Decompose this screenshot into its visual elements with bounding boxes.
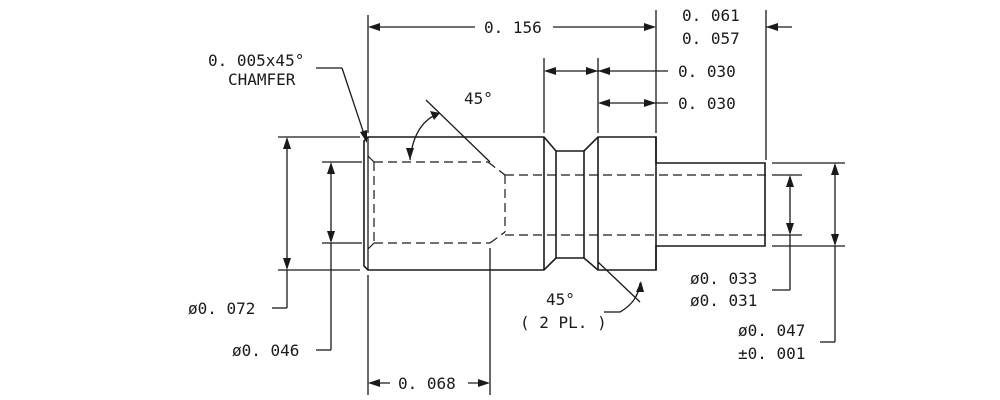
body-outline [363,136,766,271]
dim-groove-angle-note: ( 2 PL. ) [520,313,607,332]
dim-groove-to-tip-b: 0. 030 [678,94,736,113]
part-outline [363,136,766,271]
dimension-labels: 0. 156 0. 061 0. 057 0. 030 0. 030 0. 00… [188,6,805,393]
dim-bore-angle: 45° [464,89,493,108]
dim-chamfer-line1: 0. 005x45° [208,51,304,70]
dim-pin-diameter-lower: ø0. 031 [690,291,757,310]
dim-outer-diameter: ø0. 072 [188,299,255,318]
dim-pin-diameter-upper: ø0. 033 [690,269,757,288]
hidden-lines [367,155,768,250]
dim-tip-diameter-upper: ø0. 047 [738,321,805,340]
dim-tip-length-lower: 0. 057 [682,29,740,48]
bore-cone-top [487,161,506,176]
dim-groove-angle: 45° [546,290,575,309]
dim-chamfer-line2: CHAMFER [228,70,296,89]
dim-groove-to-tip-a: 0. 030 [678,62,736,81]
bore-entry-chamfer-bottom [367,242,375,250]
dimension-lines [272,23,839,387]
dim-overall-length: 0. 156 [484,18,542,37]
dim-bore-diameter: ø0. 046 [232,341,299,360]
bore-entry-chamfer-top [367,155,375,163]
dim-tip-length-upper: 0. 061 [682,6,740,25]
dim-bore-depth: 0. 068 [398,374,456,393]
dim-tip-diameter-lower: ±0. 001 [738,344,805,363]
bore-cone-bottom [489,231,506,244]
